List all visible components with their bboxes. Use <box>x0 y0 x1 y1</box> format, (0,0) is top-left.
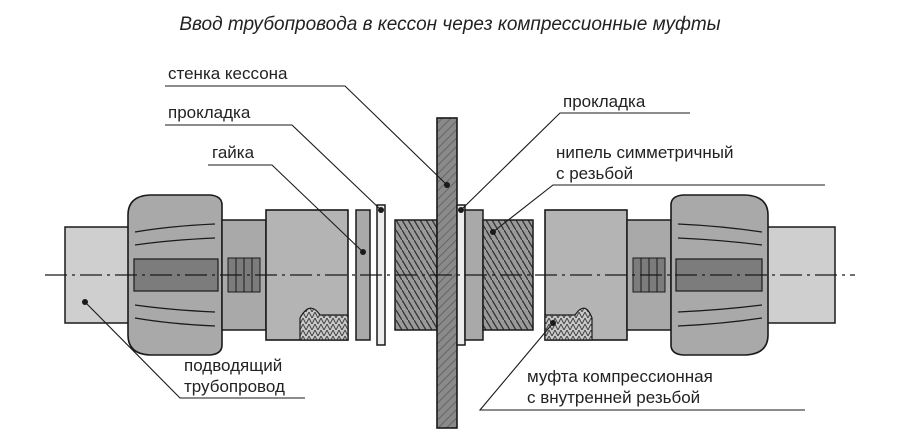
label-caisson-wall: стенка кессона <box>168 64 288 83</box>
label-pipe-line1: подводящий <box>184 356 283 375</box>
caisson-wall <box>436 117 458 429</box>
leader-lines <box>84 85 825 411</box>
label-coupling-line1: муфта компрессионная <box>527 367 713 386</box>
label-gasket-right: прокладка <box>563 92 646 111</box>
label-nipple-line1: нипель симметричный <box>556 143 734 162</box>
label-coupling-line2: с внутренней резьбой <box>527 388 701 407</box>
label-nut: гайка <box>212 143 255 162</box>
label-nipple-line2: с резьбой <box>556 164 634 183</box>
label-gasket-left: прокладка <box>168 103 251 122</box>
left-compression-nut <box>127 194 223 356</box>
leader-dots <box>82 182 556 326</box>
diagram-title: Ввод трубопровода в кессон через компрес… <box>179 14 721 35</box>
label-pipe-line2: трубопровод <box>184 377 285 396</box>
